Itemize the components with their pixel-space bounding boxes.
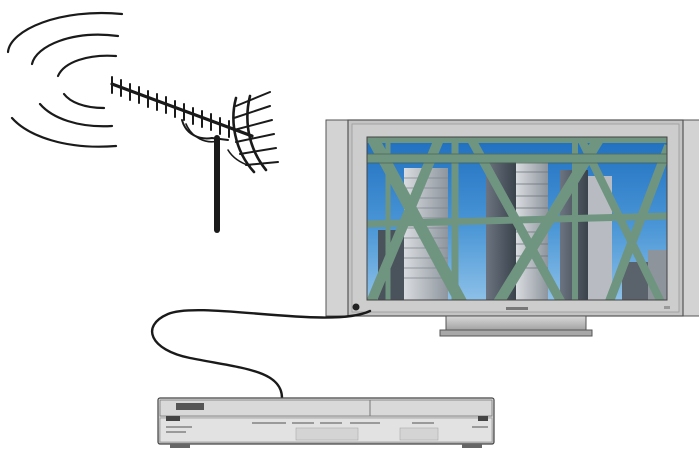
television-icon bbox=[326, 120, 699, 336]
tv-brand-mark bbox=[506, 307, 528, 310]
cable-icon bbox=[152, 310, 370, 398]
tv-screen bbox=[367, 137, 667, 300]
antenna-icon bbox=[112, 77, 278, 230]
recorder-brand-mark bbox=[176, 403, 204, 410]
recorder-icon bbox=[158, 398, 494, 448]
radio-waves-icon bbox=[8, 13, 122, 147]
